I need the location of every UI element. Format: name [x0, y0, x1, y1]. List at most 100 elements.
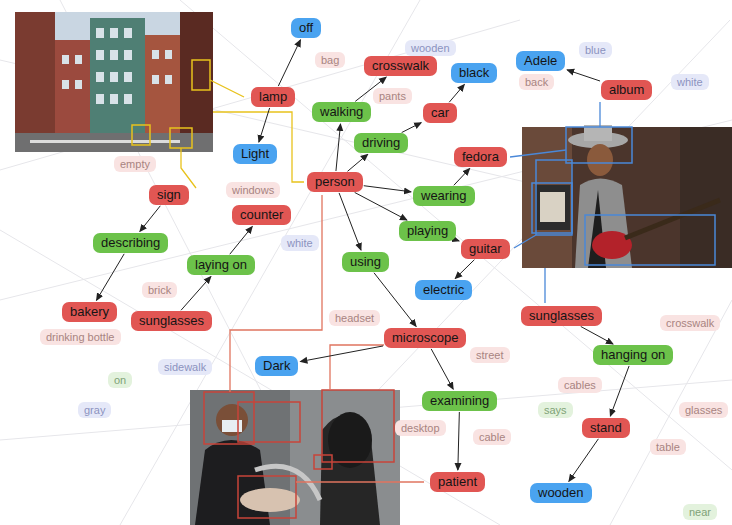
node-text: sign [157, 187, 181, 202]
node-text: sunglasses [529, 308, 594, 323]
node-text: examining [430, 393, 489, 408]
graph-edge [230, 227, 253, 255]
attribute-node: black [451, 63, 497, 83]
node-text: person [315, 174, 355, 189]
node-text: off [299, 20, 313, 35]
relation-node: laying on [187, 255, 255, 275]
graph-edge [181, 276, 211, 310]
attribute-node: Adele [516, 51, 565, 71]
node-text: describing [101, 235, 160, 250]
background-label: desktop [395, 420, 446, 436]
node-text: electric [423, 282, 464, 297]
node-text: fedora [462, 149, 499, 164]
node-text: guitar [469, 241, 502, 256]
node-text: using [350, 254, 381, 269]
background-label: headset [329, 310, 380, 326]
leader-line [181, 148, 196, 188]
node-text: crosswalk [372, 58, 429, 73]
object-node: sunglasses [131, 311, 212, 331]
object-node: car [423, 103, 457, 123]
graph-edge [259, 108, 270, 142]
node-text: sunglasses [139, 313, 204, 328]
background-label: sidewalk [158, 359, 212, 375]
graph-edge [449, 85, 464, 103]
relation-node: playing [399, 221, 456, 241]
attribute-node: Light [233, 144, 277, 164]
graph-edge [96, 254, 124, 300]
object-node: sign [149, 185, 189, 205]
graph-edge [581, 326, 613, 344]
node-text: walking [320, 104, 363, 119]
graph-edge [569, 439, 599, 482]
object-node: patient [430, 472, 485, 492]
background-label: white [671, 74, 709, 90]
background-label: wooden [405, 40, 456, 56]
attribute-node: off [291, 18, 321, 38]
background-label: white [281, 235, 319, 251]
node-text: microscope [392, 330, 458, 345]
background-label: table [650, 439, 686, 455]
node-text: hanging on [601, 347, 665, 362]
object-node: album [601, 80, 652, 100]
leader-line [510, 150, 566, 157]
object-node: lamp [251, 87, 295, 107]
node-text: playing [407, 223, 448, 238]
node-text: driving [362, 135, 400, 150]
background-label: back [519, 74, 554, 90]
graph-edge [336, 124, 341, 171]
dentist-photo [190, 390, 400, 525]
background-label: says [538, 402, 573, 418]
object-node: bakery [62, 302, 117, 322]
graph-edge [457, 240, 459, 242]
node-text: album [609, 82, 644, 97]
leader-line [210, 80, 244, 97]
graph-edge [567, 70, 600, 81]
graph-edge [364, 186, 411, 192]
node-text: lamp [259, 89, 287, 104]
object-node: crosswalk [364, 56, 437, 76]
background-label: crosswalk [660, 315, 720, 331]
background-label: street [470, 347, 510, 363]
node-text: car [431, 105, 449, 120]
background-label: gray [78, 402, 111, 418]
attribute-node: Dark [255, 356, 298, 376]
node-text: stand [590, 420, 622, 435]
leader-line [599, 102, 600, 127]
object-node: stand [582, 418, 630, 438]
graph-edge [402, 123, 422, 133]
object-node: fedora [454, 147, 507, 167]
relation-node: using [342, 252, 389, 272]
leader-line [514, 235, 536, 248]
background-label: empty [114, 156, 156, 172]
graph-edge [278, 40, 300, 86]
relation-node: describing [93, 233, 168, 253]
guitar-photo [522, 125, 732, 268]
node-text: black [459, 65, 489, 80]
object-node: sunglasses [521, 306, 602, 326]
node-text: laying on [195, 257, 247, 272]
leader-line [230, 195, 322, 392]
background-label: near [683, 504, 717, 520]
node-text: Dark [263, 358, 290, 373]
attribute-node: wooden [530, 483, 592, 503]
relation-node: walking [312, 102, 371, 122]
graph-edge [455, 260, 474, 279]
graph-edge [355, 192, 407, 220]
street-photo [15, 12, 213, 152]
relation-node: driving [354, 133, 408, 153]
background-label: pants [373, 88, 412, 104]
node-text: counter [240, 207, 283, 222]
leader-line [296, 481, 424, 482]
background-label: cables [558, 377, 602, 393]
background-label: glasses [679, 402, 728, 418]
graph-edge [454, 168, 470, 185]
node-text: wearing [421, 188, 467, 203]
graph-edge [458, 412, 460, 470]
leader-line [330, 345, 384, 390]
object-node: person [307, 172, 363, 192]
background-label: windows [226, 182, 280, 198]
graph-edge [140, 206, 160, 232]
graph-edge [339, 193, 361, 250]
graph-edge [300, 346, 383, 362]
background-label: on [108, 372, 132, 388]
